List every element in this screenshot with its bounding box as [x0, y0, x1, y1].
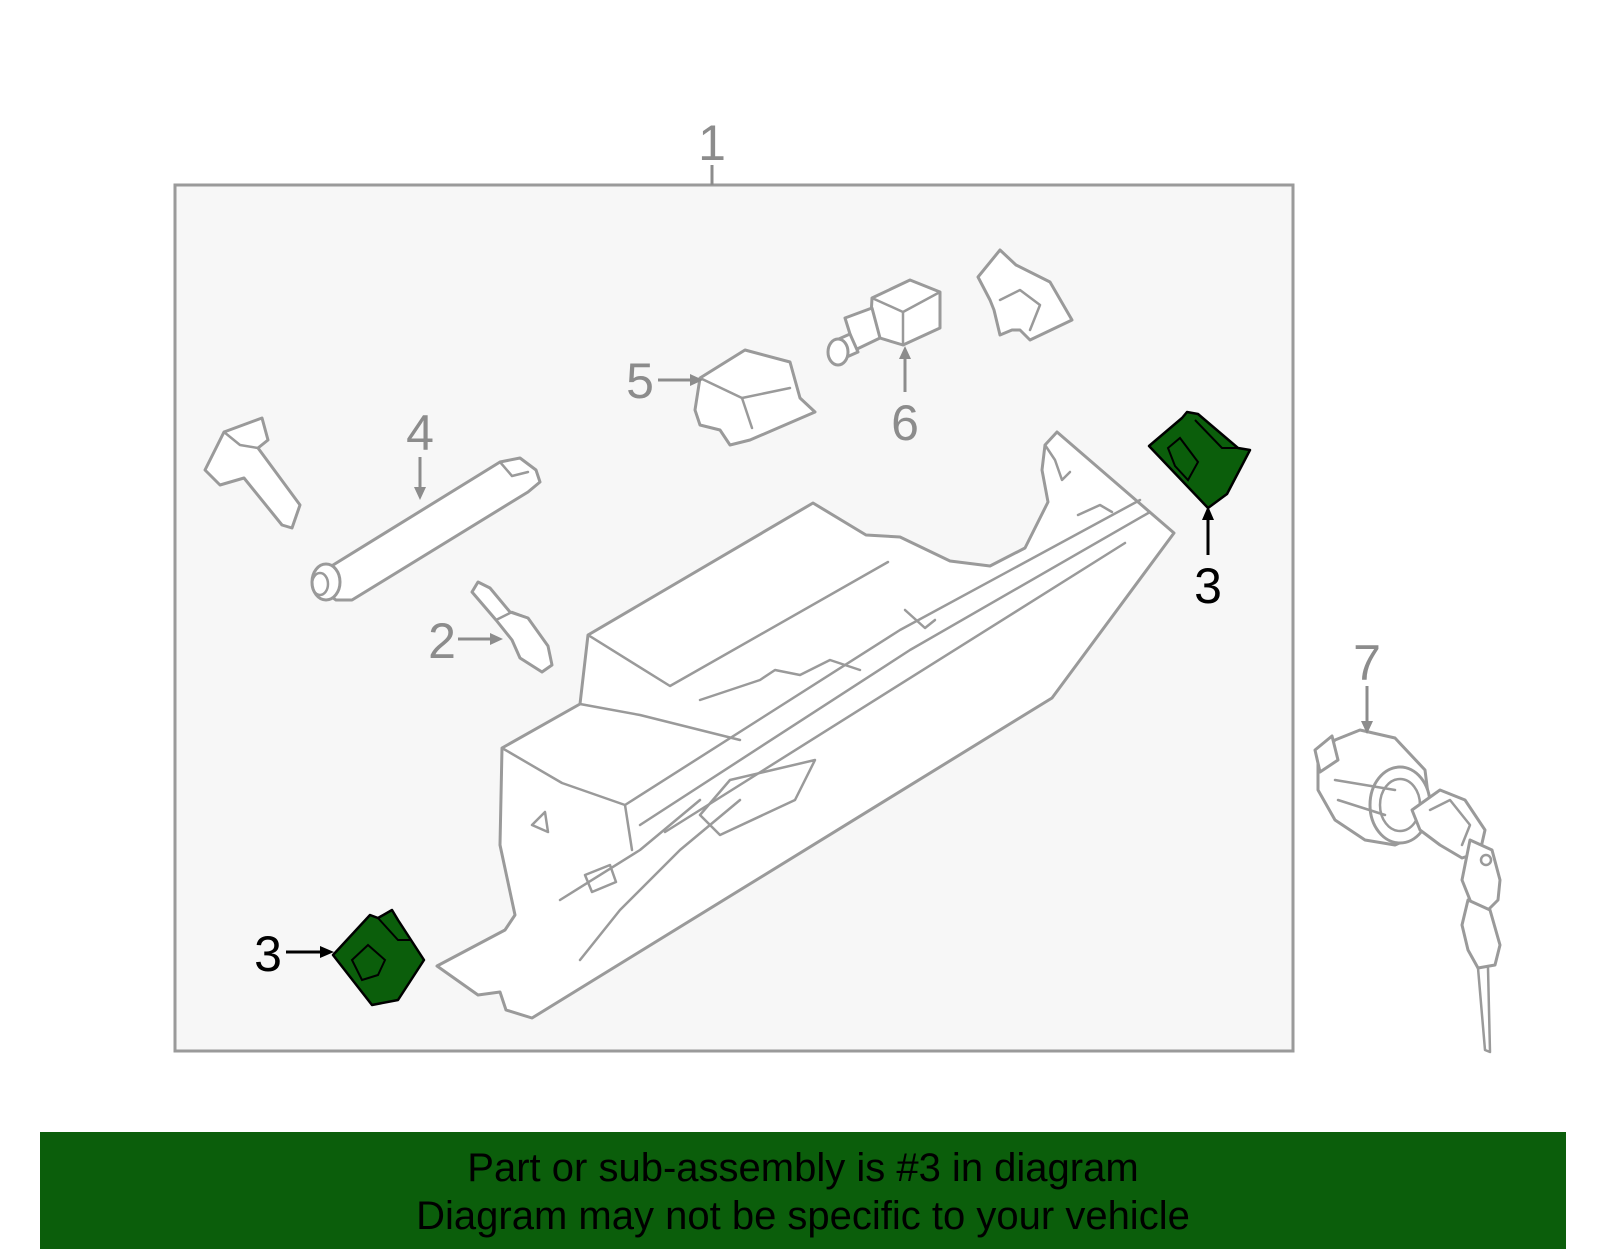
callout-5-arrowhead	[690, 374, 703, 386]
screw-left	[203, 416, 302, 530]
callout-3-left-arrowhead	[320, 946, 334, 958]
callout-3-left-label: 3	[254, 926, 282, 982]
callout-5-label: 5	[626, 353, 654, 409]
bracket-top-right	[976, 248, 1074, 342]
callout-4-label: 4	[406, 405, 434, 461]
part-3-stopper-left	[331, 908, 426, 1007]
part-7-lock-cylinder	[1313, 728, 1502, 1054]
callout-7-label: 7	[1353, 635, 1381, 691]
callout-3-right-label: 3	[1194, 558, 1222, 614]
callout-7-arrowhead	[1361, 721, 1373, 734]
callout-3-right-arrowhead	[1202, 506, 1214, 520]
part-3-stopper-right	[1147, 410, 1252, 510]
banner-part-note: Part or sub-assembly is #3 in diagram	[467, 1146, 1139, 1190]
callout-6-arrowhead	[899, 346, 911, 359]
banner-disclaimer: Diagram may not be specific to your vehi…	[416, 1194, 1190, 1238]
callout-2-label: 2	[428, 613, 456, 669]
glove-box	[435, 430, 1176, 1020]
part-2-clip	[470, 580, 554, 674]
part-6-switch	[826, 278, 942, 367]
callout-2-arrowhead	[490, 633, 503, 645]
callout-4-arrowhead	[414, 487, 426, 500]
part-4-damper	[310, 456, 542, 602]
callout-6-label: 6	[891, 395, 919, 451]
info-banner: Part or sub-assembly is #3 in diagram Di…	[40, 1132, 1566, 1249]
callout-1-label: 1	[698, 115, 726, 171]
part-5-bracket	[693, 348, 817, 447]
